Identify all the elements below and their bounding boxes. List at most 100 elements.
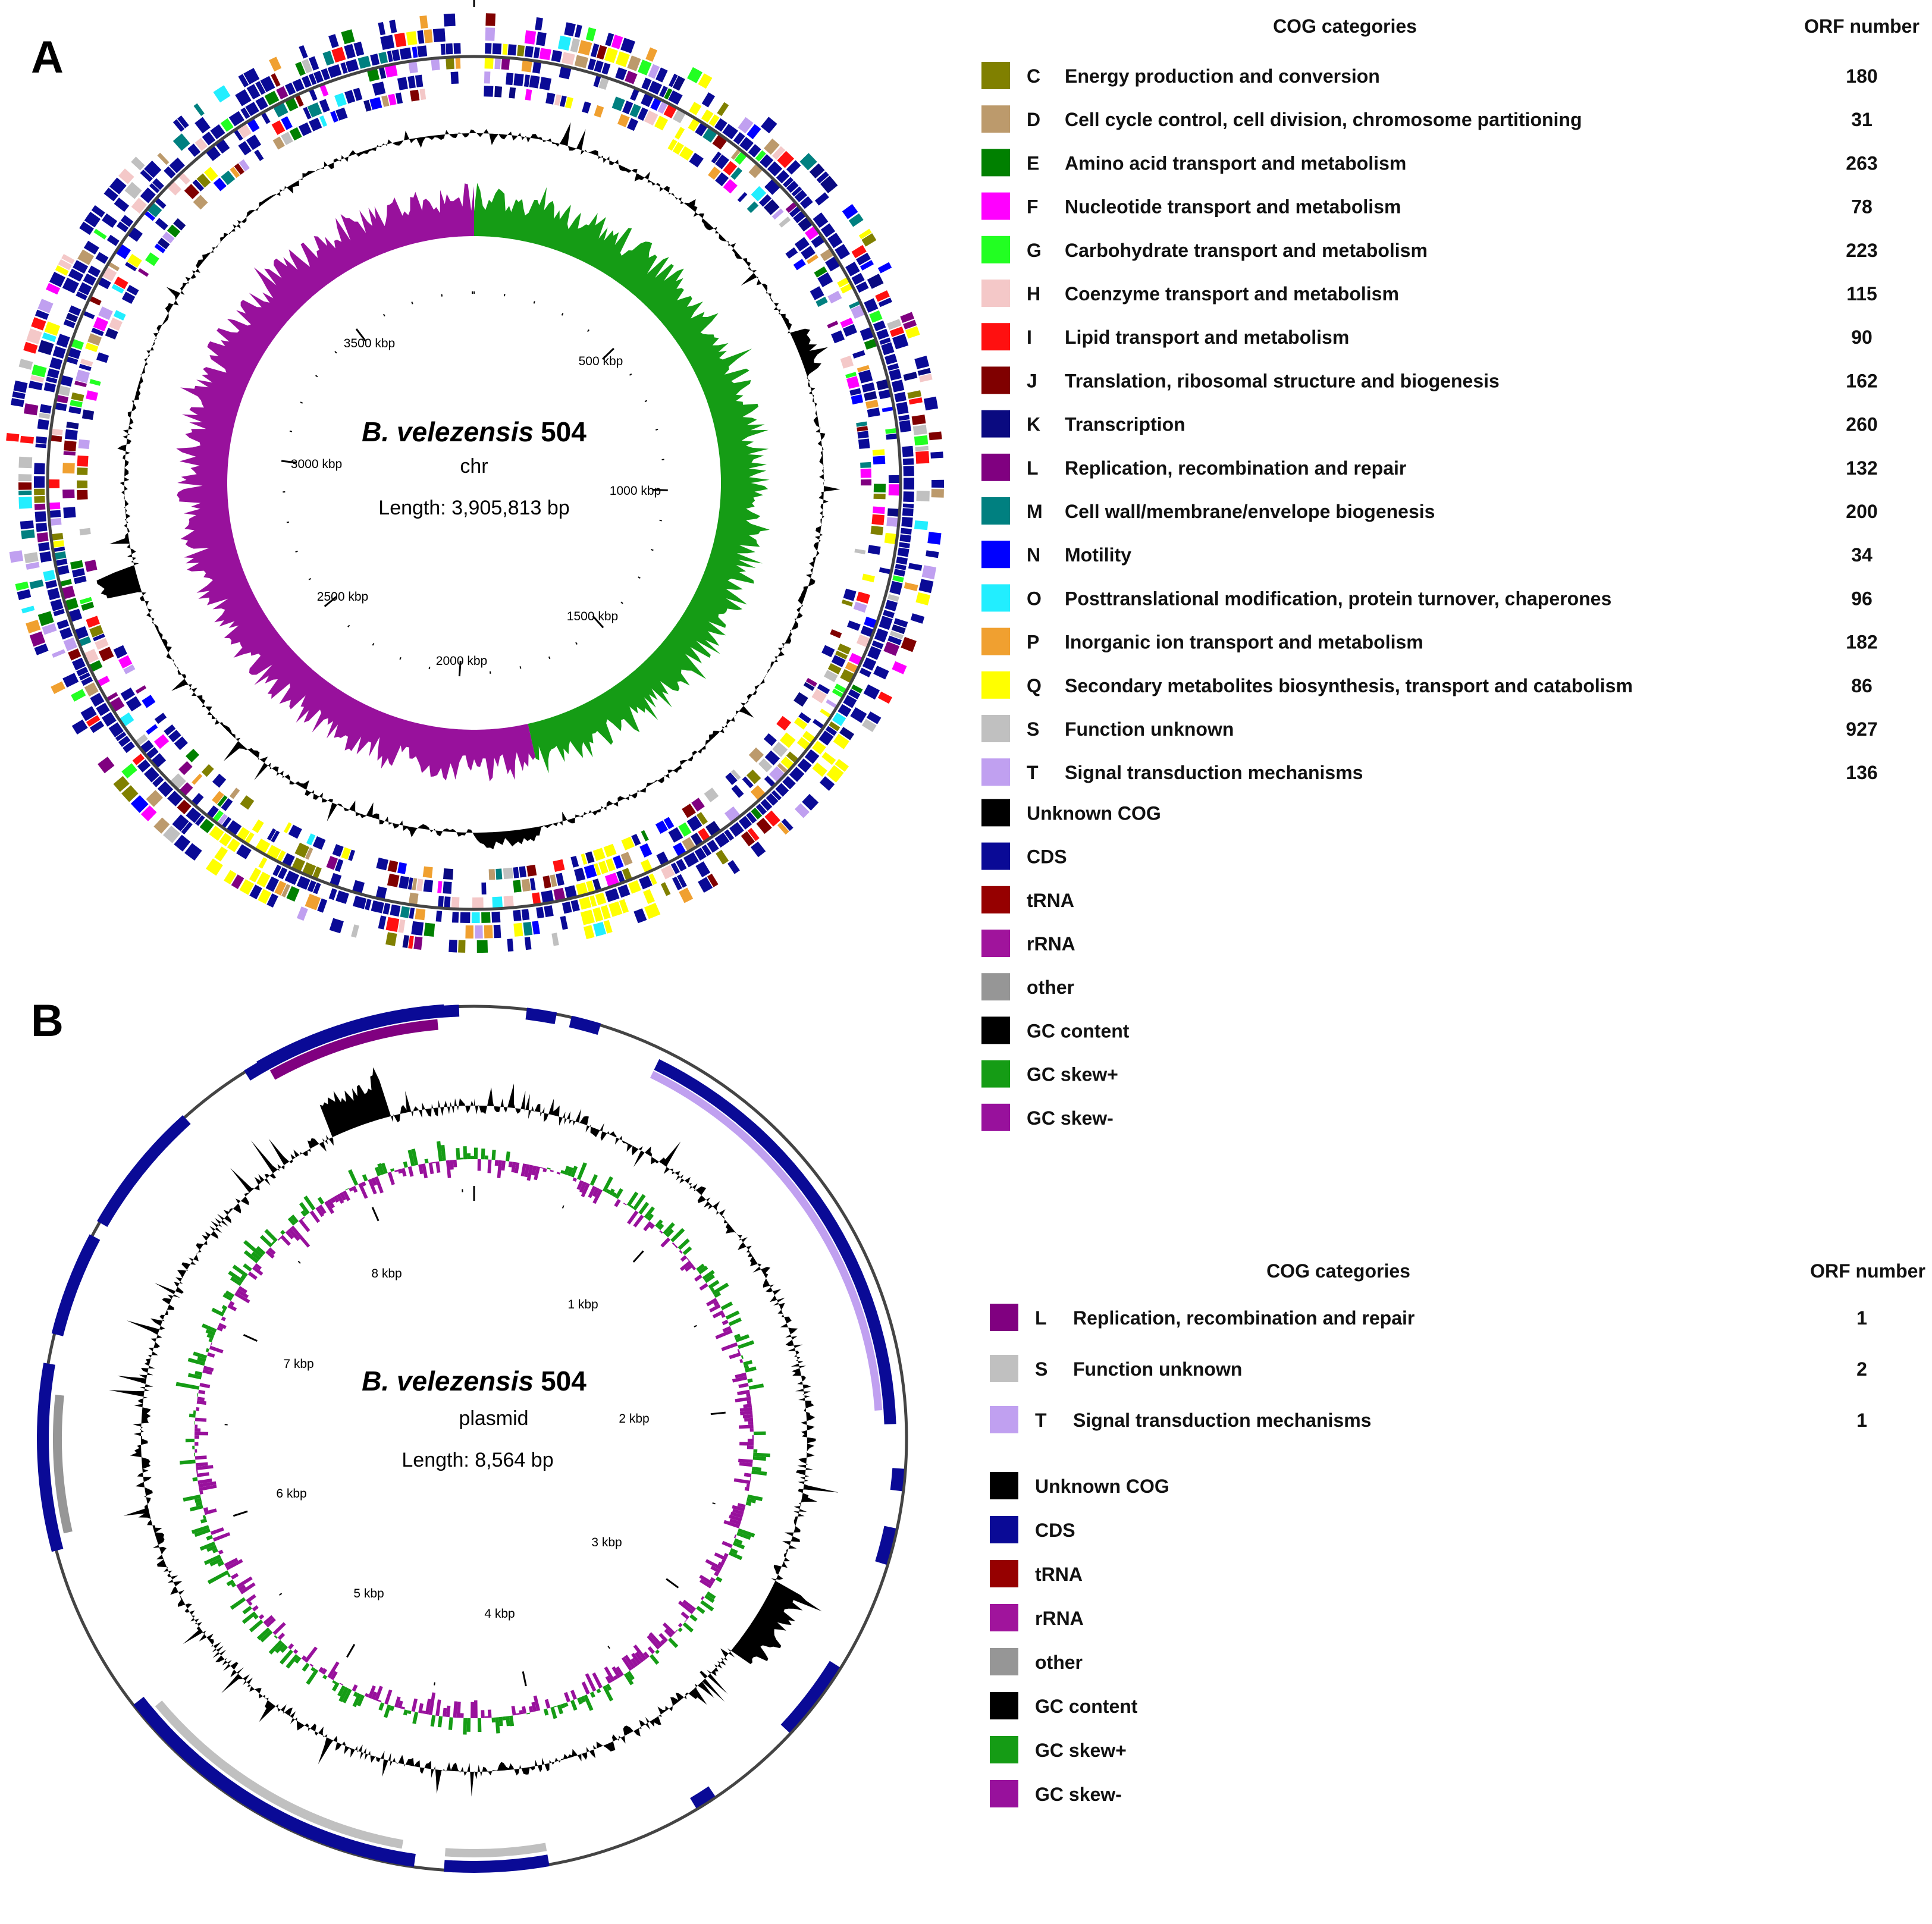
gc-skew-positive: [200, 1518, 208, 1524]
gene-feature: [68, 268, 84, 282]
gene-feature: [255, 81, 266, 95]
gc-skew-positive: [185, 1439, 195, 1443]
gene-feature: [542, 875, 551, 889]
gc-skew-positive: [212, 1548, 218, 1553]
gc-skew-positive: [411, 1148, 419, 1166]
gc-skew-positive: [484, 1155, 488, 1160]
gene-feature: [584, 864, 597, 879]
plasmid-tick-label: 4 kbp: [484, 1607, 515, 1621]
gene-feature: [471, 912, 480, 924]
gene-feature: [580, 909, 595, 925]
gene-feature: [152, 776, 164, 787]
gene-feature: [715, 154, 729, 170]
gene-feature: [926, 550, 939, 558]
gc-skew-negative: [349, 1187, 353, 1192]
gc-skew-positive: [748, 1383, 764, 1390]
gene-feature: [149, 183, 160, 193]
gene-feature: [529, 878, 536, 891]
gene-feature: [809, 163, 825, 178]
gc-skew-negative: [694, 1274, 702, 1282]
gene-feature: [291, 857, 305, 872]
gc-skew-negative: [288, 1643, 294, 1650]
gene-feature: [763, 199, 780, 215]
gene-feature: [36, 532, 49, 542]
gc-skew-positive: [259, 1235, 273, 1248]
gc-skew-positive: [474, 183, 770, 774]
gc-skew-negative: [747, 1445, 754, 1449]
gene-feature: [551, 933, 559, 946]
gc-skew-negative: [368, 1685, 376, 1699]
gc-skew-negative: [199, 1383, 211, 1389]
gene-feature: [783, 177, 794, 188]
gene-feature: [562, 901, 572, 914]
gc-skew-negative: [634, 1652, 644, 1663]
tick-mark: [503, 293, 506, 297]
gene-feature: [619, 899, 629, 914]
gene-feature: [559, 66, 572, 80]
legend-swatch: [981, 584, 1010, 612]
gc-skew-positive: [704, 1594, 715, 1603]
legend-cog-label: Transcription: [1065, 414, 1185, 435]
gene-feature: [493, 924, 501, 939]
gc-skew-positive: [381, 1163, 388, 1174]
gene-feature: [74, 381, 87, 387]
gene-feature: [694, 848, 707, 861]
gene-feature: [519, 866, 527, 878]
gc-skew-positive: [460, 1157, 464, 1160]
gc-skew-positive: [495, 1717, 500, 1734]
gene-feature: [668, 90, 683, 105]
tick-mark: [289, 430, 293, 432]
gene-feature: [871, 640, 884, 649]
gene-feature: [539, 48, 551, 61]
gene-feature: [524, 30, 537, 45]
gene-feature: [698, 828, 710, 842]
gc-skew-negative: [680, 1255, 688, 1262]
gene-feature: [387, 873, 400, 887]
gene-feature: [562, 52, 575, 65]
gene-feature: [506, 73, 514, 86]
gene-feature: [77, 489, 88, 500]
gene-feature: [560, 916, 568, 930]
gene-feature: [321, 68, 330, 81]
gene-feature: [892, 575, 904, 583]
gene-feature: [827, 321, 839, 329]
gc-skew-negative: [428, 1162, 434, 1175]
gc-skew-positive: [629, 1204, 634, 1209]
gc-skew-negative: [371, 1177, 377, 1186]
tick-mark: [694, 1324, 697, 1327]
gc-skew-positive: [491, 1717, 495, 1723]
gene-feature: [57, 619, 70, 630]
gene-feature: [85, 342, 99, 353]
gene-feature: [50, 599, 64, 611]
legend-orf-count: 96: [1851, 588, 1873, 609]
gene-feature: [799, 196, 813, 209]
gene-feature: [157, 237, 170, 250]
gc-skew-positive: [738, 1340, 755, 1349]
gene-feature: [91, 205, 105, 218]
gc-skew-positive: [195, 1501, 203, 1506]
gene-feature: [818, 730, 834, 746]
gene-feature: [852, 350, 865, 359]
gene-feature: [687, 67, 702, 83]
gc-skew-negative: [212, 1532, 231, 1542]
gene-feature: [871, 514, 885, 526]
gc-skew-positive: [682, 1246, 692, 1256]
gene-feature: [193, 194, 208, 210]
gene-feature: [603, 843, 617, 858]
gc-skew-positive: [560, 1703, 566, 1709]
gc-skew-negative: [333, 1195, 340, 1203]
gene-feature: [217, 814, 228, 826]
gene-feature: [849, 300, 861, 309]
gc-skew-negative: [236, 1289, 249, 1299]
gene-feature: [590, 43, 600, 58]
gene-feature: [655, 820, 668, 834]
gc-skew-negative: [252, 1266, 264, 1276]
gene-feature: [330, 111, 338, 123]
gc-skew-negative: [744, 1473, 752, 1477]
gene-feature: [701, 845, 712, 856]
